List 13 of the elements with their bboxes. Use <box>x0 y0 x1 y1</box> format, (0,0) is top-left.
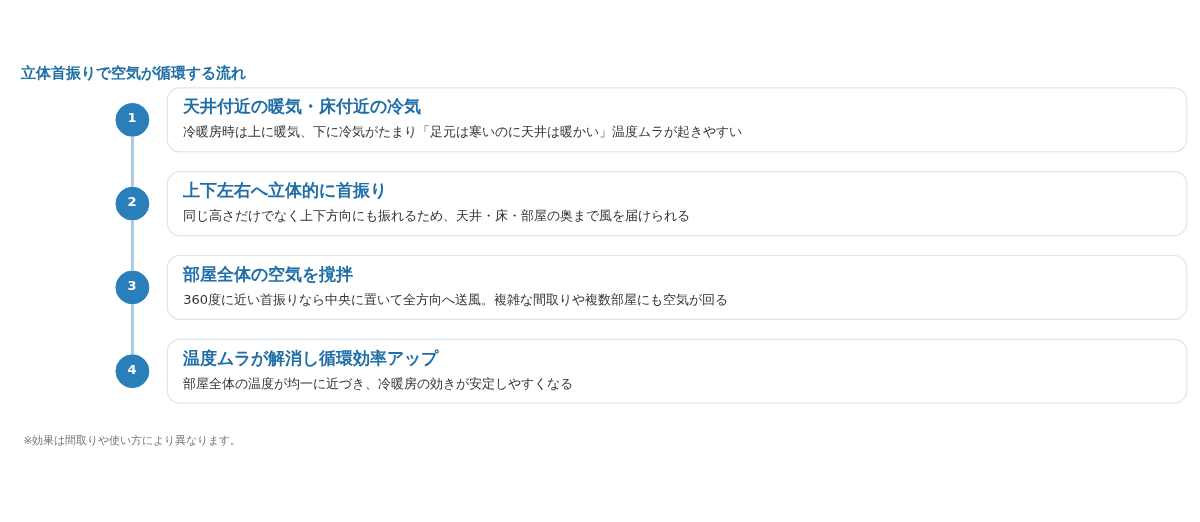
node-circle: 1 <box>115 102 150 137</box>
node-box: 温度ムラが解消し循環効率アップ 部屋全体の温度が均一に近づき、冷暖房の効きが安定しやすくなる <box>166 338 1188 404</box>
node-box: 天井付近の暖気・床付近の冷気 冷暖房時は上に暖気、下に冷気がたまり「足元は寒いのに天井は暖かい」温度ムラが起きやすい <box>166 87 1188 153</box>
label: ※効果は間取りや使い方により異なります。 <box>23 433 242 447</box>
connector <box>130 220 134 271</box>
node-circle: 4 <box>115 354 150 389</box>
connector <box>130 304 134 355</box>
connector <box>130 136 134 187</box>
node-circle: 2 <box>115 186 150 221</box>
node-circle: 3 <box>115 270 150 305</box>
node-box: 上下左右へ立体的に首振り 同じ高さだけでなく上下方向にも振れるため、天井・床・部屋の奥まで風を届けられる <box>166 171 1188 237</box>
diagram-title: 立体首振りで空気が循環する流れ <box>21 63 247 82</box>
node-box: 部屋全体の空気を撹拌 360度に近い首振りなら中央に置いて全方向へ送風。複雑な間取りや複数部屋にも空気が回る <box>166 254 1188 320</box>
